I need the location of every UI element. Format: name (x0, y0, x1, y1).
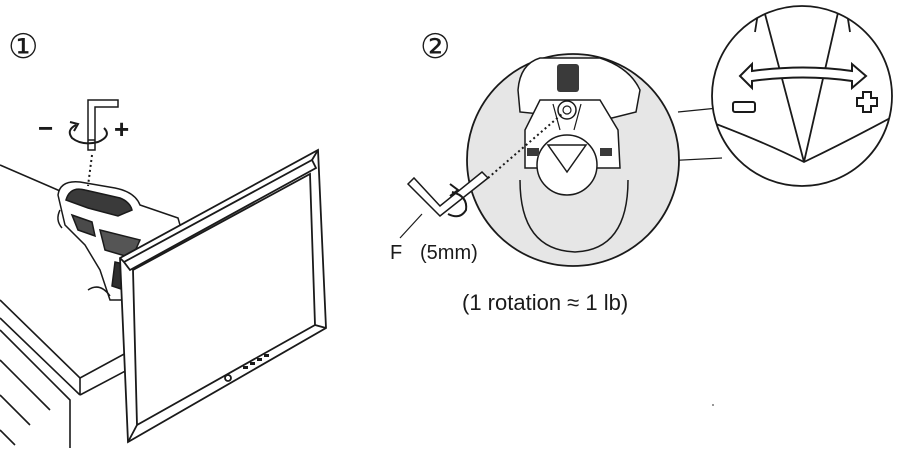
bidirectional-arrow-icon (738, 61, 868, 91)
minus-label: − (38, 113, 54, 143)
insertion-line (487, 113, 563, 179)
detail-circle (711, 5, 893, 187)
rotation-arrow-icon (68, 121, 108, 145)
plus-icon (856, 91, 878, 113)
zoom-circle (466, 53, 680, 267)
step-2-number: ② (420, 28, 451, 66)
tool-letter: F (390, 242, 403, 264)
hex-key-icon (87, 99, 119, 151)
guide-line (87, 154, 93, 187)
plus-label: + (114, 114, 130, 144)
monitor-buttons (243, 354, 269, 369)
hex-key-icon (406, 170, 490, 218)
tool-size: (5mm) (420, 242, 478, 264)
speck (712, 404, 714, 406)
rotation-note: (1 rotation ≈ 1 lb) (462, 290, 629, 315)
rotation-arrow-icon (447, 183, 468, 218)
minus-icon (732, 101, 756, 113)
step-1-number: ① (8, 28, 39, 66)
tool-leader (399, 213, 423, 239)
monitor (119, 148, 327, 444)
